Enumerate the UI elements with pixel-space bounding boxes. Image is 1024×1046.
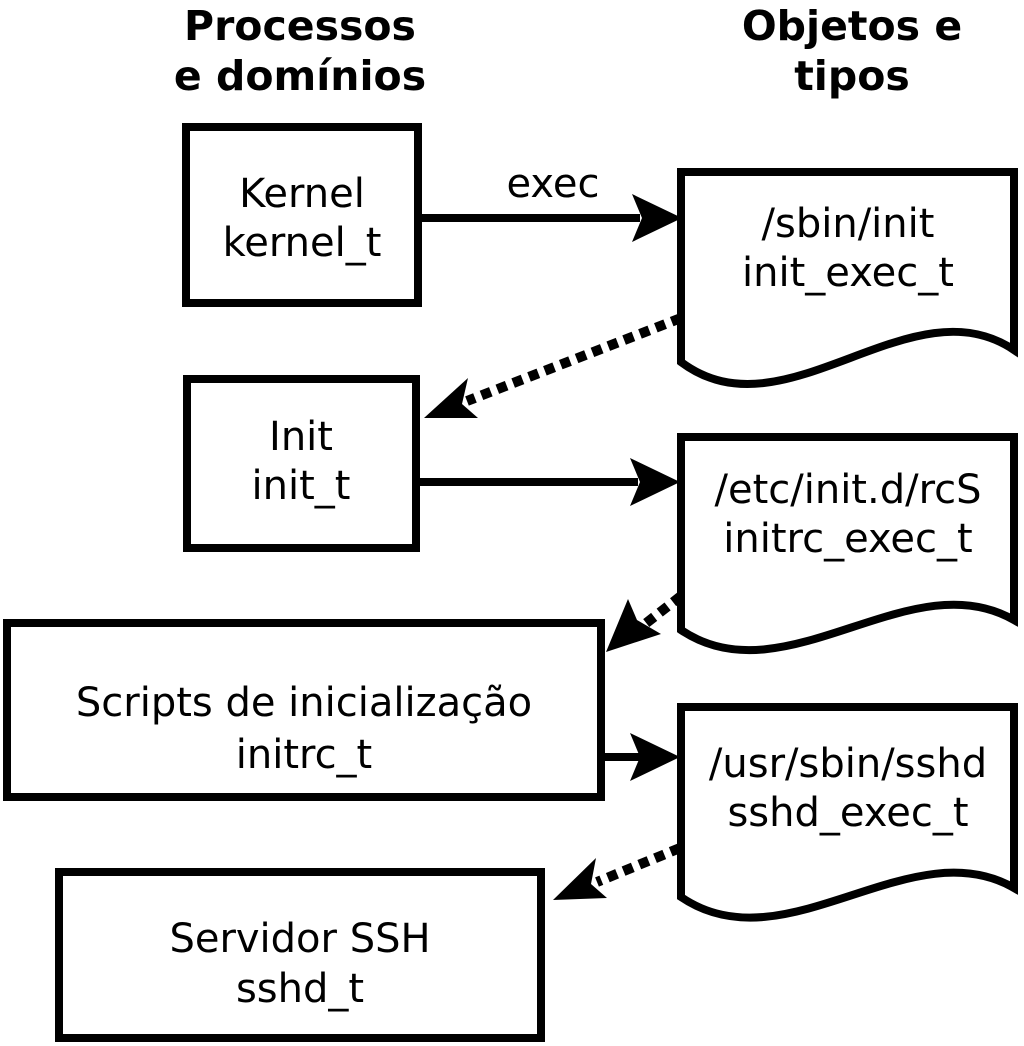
process-box-init: Init init_t bbox=[183, 375, 420, 552]
header-objects-line2: tipos bbox=[794, 52, 910, 100]
init-scripts-name: Scripts de inicialização bbox=[76, 680, 532, 726]
arrowhead bbox=[630, 458, 680, 506]
exec-arrow-kernel-to-sbin-init: exec bbox=[420, 161, 682, 242]
sshd-type: sshd_exec_t bbox=[727, 790, 968, 836]
column-header-objects: Objetos e tipos bbox=[742, 2, 962, 100]
kernel-name: Kernel bbox=[239, 171, 365, 217]
ssh-server-box bbox=[55, 868, 545, 1042]
rcs-path: /etc/init.d/rcS bbox=[714, 467, 981, 513]
sshd-doc-shape bbox=[677, 703, 1018, 922]
dotted-arrowhead bbox=[606, 599, 661, 652]
process-box-init-scripts: Scripts de inicialização initrc_t bbox=[3, 619, 605, 801]
arrowhead bbox=[630, 733, 680, 781]
sbin-init-path: /sbin/init bbox=[762, 201, 935, 247]
ssh-server-name: Servidor SSH bbox=[169, 916, 430, 962]
exec-arrowhead bbox=[632, 194, 682, 242]
object-doc-usr-sbin-sshd: /usr/sbin/sshd sshd_exec_t bbox=[677, 703, 1018, 922]
init-box bbox=[183, 375, 420, 552]
exec-arrow-init-to-rcs bbox=[416, 458, 680, 506]
object-doc-etc-initd-rcs: /etc/init.d/rcS initrc_exec_t bbox=[677, 433, 1018, 654]
header-objects-line1: Objetos e bbox=[742, 2, 962, 50]
sbin-init-type: init_exec_t bbox=[742, 250, 954, 296]
dotted-shaft bbox=[465, 313, 683, 406]
transition-arrow-rcs-to-initrc bbox=[606, 592, 685, 652]
exec-arrow-scripts-to-sshd bbox=[598, 733, 680, 781]
ssh-server-domain: sshd_t bbox=[236, 966, 364, 1012]
kernel-box bbox=[182, 123, 422, 307]
header-processes-line2: e domínios bbox=[174, 52, 426, 100]
header-processes-line1: Processos bbox=[184, 2, 416, 50]
object-doc-sbin-init: /sbin/init init_exec_t bbox=[677, 168, 1018, 388]
process-box-kernel: Kernel kernel_t bbox=[182, 123, 422, 307]
dotted-arrowhead bbox=[553, 858, 607, 900]
transition-arrow-sbininit-to-init bbox=[424, 313, 683, 418]
kernel-domain: kernel_t bbox=[223, 220, 382, 266]
rcs-type: initrc_exec_t bbox=[723, 516, 972, 562]
exec-arrow-label: exec bbox=[507, 161, 600, 207]
process-box-ssh-server: Servidor SSH sshd_t bbox=[55, 868, 545, 1042]
init-domain: init_t bbox=[252, 463, 351, 509]
dotted-shaft bbox=[641, 592, 685, 628]
dotted-arrowhead bbox=[424, 378, 478, 418]
sshd-path: /usr/sbin/sshd bbox=[709, 741, 987, 787]
init-name: Init bbox=[269, 414, 333, 460]
transition-arrow-sshd-to-sshdt bbox=[553, 843, 682, 900]
init-scripts-domain: initrc_t bbox=[236, 732, 373, 778]
rcs-doc-shape bbox=[677, 433, 1018, 654]
dotted-shaft bbox=[595, 843, 682, 887]
sbin-init-doc-shape bbox=[677, 168, 1018, 388]
column-header-processes: Processos e domínios bbox=[174, 2, 426, 100]
init-scripts-box bbox=[3, 619, 605, 801]
